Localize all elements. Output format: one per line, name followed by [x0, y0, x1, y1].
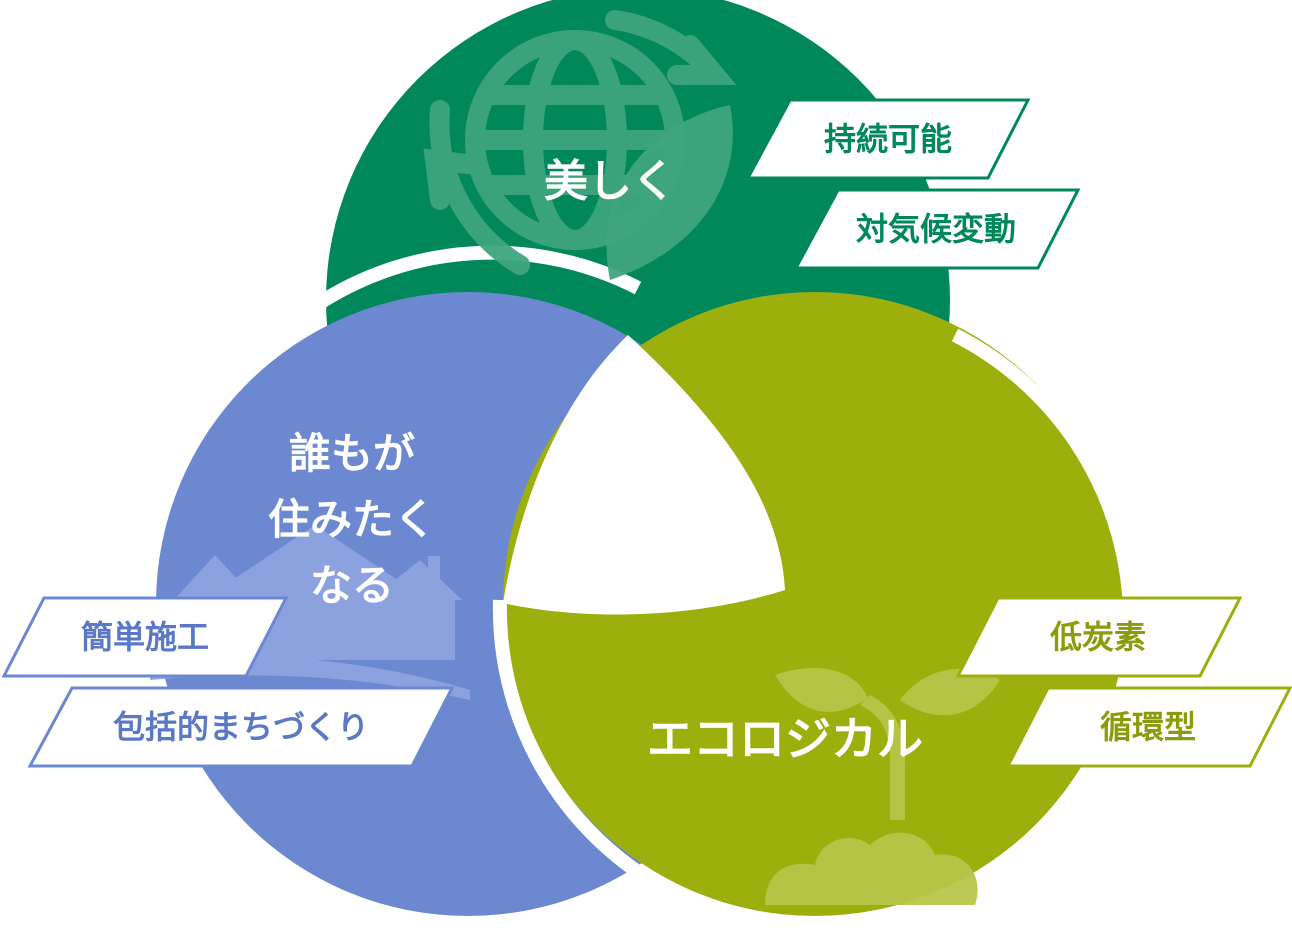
tag-inclusive-town-planning: 包括的まちづくり	[27, 686, 455, 768]
label-livable-line2: 住みたく	[268, 495, 436, 544]
svg-text:対気候変動: 対気候変動	[856, 210, 1016, 248]
tag-circular: 循環型	[1005, 686, 1292, 768]
label-ecological: エコロジカル	[647, 712, 923, 766]
center-hole	[503, 335, 785, 615]
tag-low-carbon: 低炭素	[955, 596, 1243, 678]
tag-climate-change: 対気候変動	[793, 188, 1081, 270]
separator-arc-top	[314, 245, 642, 310]
svg-text:持続可能: 持続可能	[824, 120, 952, 158]
svg-text:包括的まちづくり: 包括的まちづくり	[113, 708, 369, 746]
label-beautiful: 美しく	[544, 156, 676, 207]
label-livable-line1: 誰もが	[289, 429, 415, 478]
svg-text:低炭素: 低炭素	[1050, 618, 1146, 656]
svg-text:簡単施工: 簡単施工	[81, 618, 209, 656]
sprout-icon	[765, 668, 1000, 905]
tag-easy-construction: 簡単施工	[1, 596, 289, 678]
leaf-icon	[606, 105, 733, 280]
separator-arc-right	[951, 328, 1137, 621]
separator-arc-bottom	[492, 599, 654, 886]
svg-text:循環型: 循環型	[1100, 708, 1196, 746]
label-livable-line3: なる	[310, 561, 394, 610]
tag-sustainable: 持続可能	[745, 98, 1031, 180]
